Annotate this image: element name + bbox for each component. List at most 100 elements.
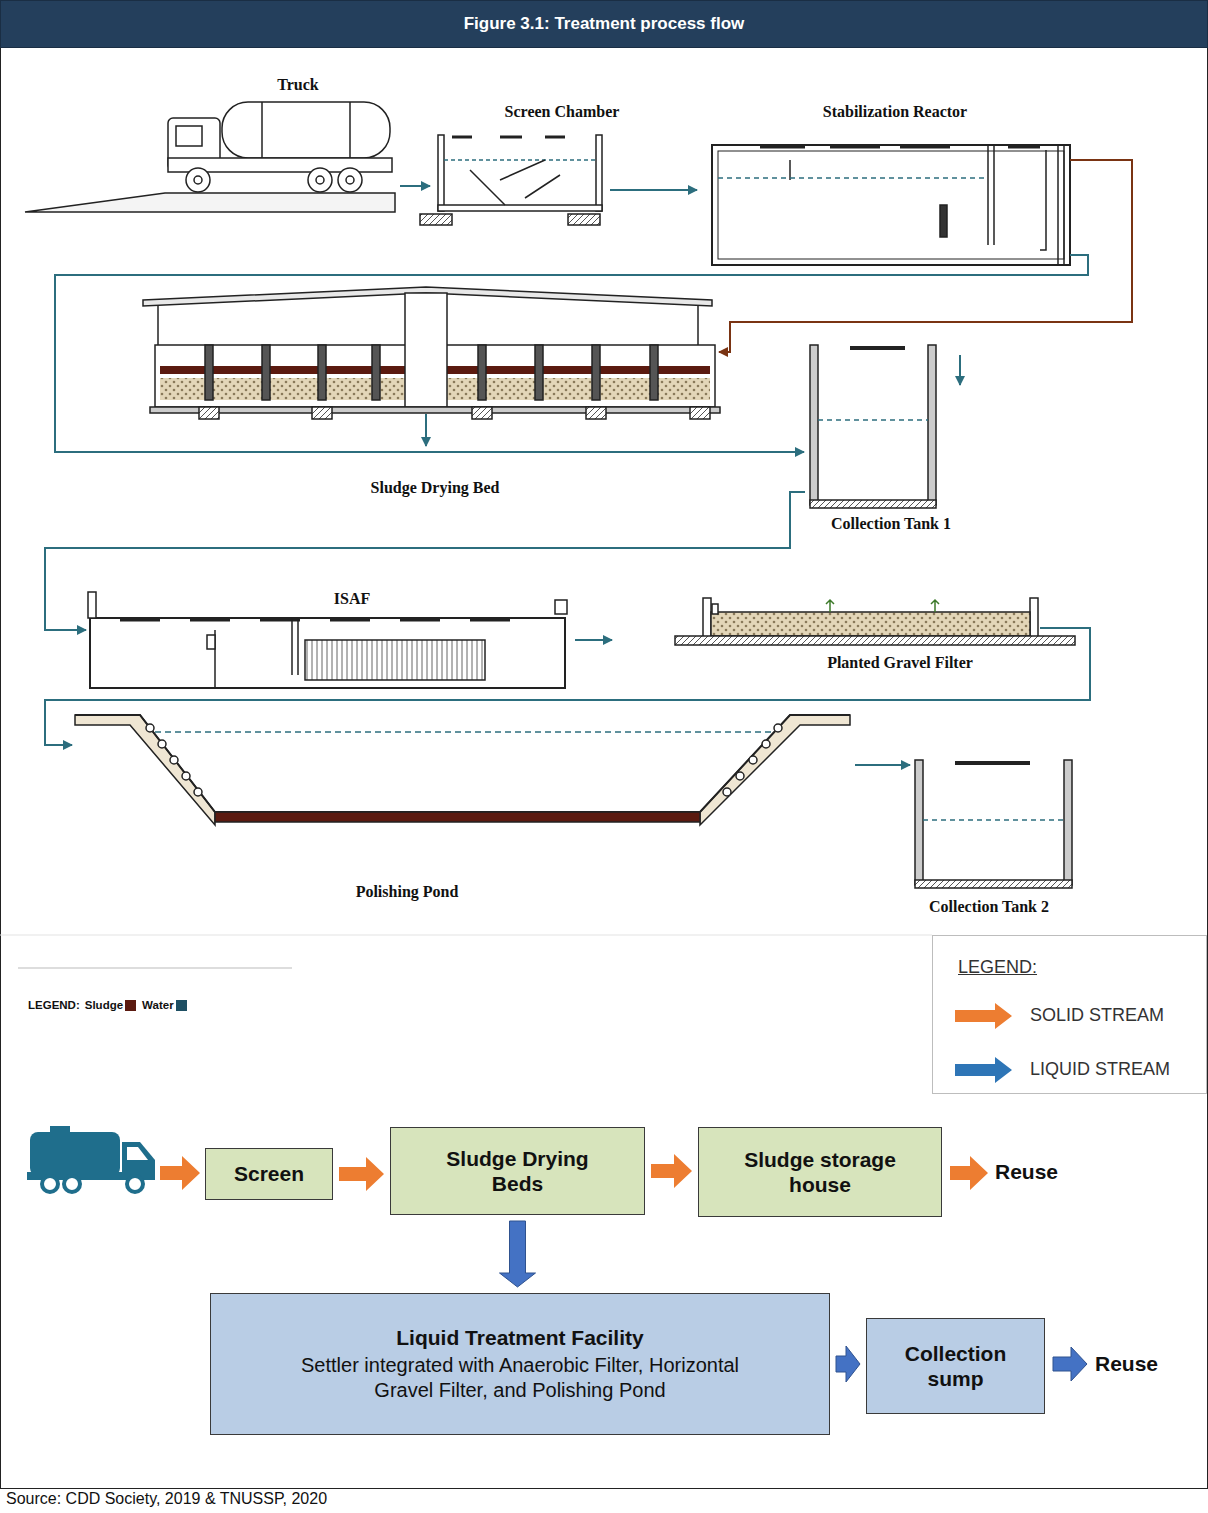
polishing-pond-drawing-part	[75, 715, 215, 825]
legend-heading: LEGEND:	[28, 999, 80, 1012]
flow-arrow	[855, 764, 910, 766]
polishing-pond-drawing-part	[723, 788, 731, 796]
collection-tank-drawing-part	[810, 345, 818, 505]
polishing-pond-drawing	[75, 715, 850, 825]
tanker-truck-drawing	[25, 102, 395, 212]
truck-icon	[27, 1126, 155, 1192]
figure-title: Figure 3.1: Treatment process flow	[464, 14, 745, 34]
tanker-truck-drawing-part	[346, 176, 354, 184]
water-pipe	[425, 414, 427, 446]
liquid-stream-arrow	[1053, 1347, 1087, 1381]
polishing-pond-drawing-part	[182, 772, 190, 780]
process-box: Screen	[205, 1148, 333, 1200]
isaf-drawing-part	[555, 600, 567, 614]
tanker-truck-drawing-part	[261, 102, 263, 158]
sludge-drying-bed-drawing-part	[160, 366, 405, 374]
collection-tank-drawing-part	[850, 346, 905, 350]
legend-swatch	[176, 1000, 187, 1011]
tanker-truck-drawing-part	[349, 102, 351, 158]
figure-frame-part	[0, 0, 1, 1488]
process-box: Sludge storage house	[698, 1127, 942, 1217]
collection-tank-drawing	[915, 760, 1072, 888]
figure-frame-part	[0, 1488, 1208, 1489]
box-heading: Sludge storage house	[723, 1147, 918, 1197]
sludge-drying-bed-drawing-part	[586, 407, 606, 419]
legend-rule	[18, 968, 292, 969]
label-holder: Truck	[277, 76, 318, 94]
sludge-drying-bed-drawing-part	[160, 378, 405, 400]
legend-swatch	[125, 1000, 136, 1011]
isaf-drawing-part	[207, 635, 215, 649]
unit-label: Collection Tank 2	[929, 898, 1049, 916]
water-pipe	[45, 492, 805, 630]
legend-box	[933, 936, 1207, 1094]
stabilization-reactor-drawing-part	[718, 177, 985, 179]
treatment-box: Liquid Treatment FacilitySettler integra…	[210, 1293, 830, 1435]
tanker-truck-drawing-part	[176, 126, 202, 146]
flow-arrow	[575, 639, 612, 641]
tanker-truck-drawing-part	[194, 176, 202, 184]
planted-gravel-filter-drawing	[675, 598, 1075, 645]
box-heading: Collection sump	[888, 1341, 1023, 1391]
isaf-drawing-part	[305, 640, 485, 680]
flow-arrow	[400, 185, 430, 187]
isaf-drawing-part	[291, 618, 293, 675]
screen-chamber-drawing-part	[452, 136, 565, 139]
legend-text: SOLID STREAM	[1030, 1005, 1164, 1026]
polishing-pond-drawing-part	[749, 756, 757, 764]
stabilization-reactor-drawing-part	[1057, 145, 1059, 265]
outlet-label: Reuse	[995, 1160, 1058, 1184]
collection-tank-drawing-part	[928, 345, 936, 505]
polishing-pond-drawing-part	[762, 740, 770, 748]
planted-gravel-filter-drawing-part	[675, 636, 1075, 645]
collection-tank-drawing-part	[810, 500, 936, 508]
sludge-drying-bed-drawing-part	[690, 407, 710, 419]
stabilization-reactor-drawing-part	[712, 145, 1070, 265]
stabilization-reactor-drawing-part	[1063, 145, 1065, 265]
collection-tank-drawing-part	[915, 760, 923, 885]
stabilization-reactor-drawing-part	[993, 145, 995, 245]
stabilization-reactor-drawing-part	[718, 151, 1064, 259]
polishing-pond-drawing-part	[736, 772, 744, 780]
flow-connector	[339, 1157, 384, 1191]
truck-icon-part	[127, 1176, 143, 1192]
screen-chamber-drawing-part	[596, 135, 602, 211]
isaf-drawing-part	[297, 618, 299, 675]
label-holder: ISAF	[334, 590, 370, 608]
sludge-drying-bed-drawing-part	[318, 345, 326, 400]
sludge-drying-bed-drawing-part	[405, 293, 447, 407]
solid-stream-arrow	[160, 1156, 200, 1190]
flow-arrow	[959, 355, 961, 385]
sludge-drying-bed-drawing-part	[592, 345, 600, 400]
outlet-label: Reuse	[1095, 1352, 1158, 1376]
screen-chamber-drawing-part	[470, 160, 560, 205]
collection-tank-drawing-part	[955, 761, 1030, 765]
label-holder: Screen Chamber	[505, 103, 620, 121]
label-holder: Collection Tank 1	[831, 515, 951, 533]
planted-gravel-filter-drawing-part	[826, 600, 939, 612]
sludge-drying-bed-drawing-part	[199, 407, 219, 419]
legend-item: LIQUID STREAM	[1030, 1059, 1170, 1080]
box-body: Settler integrated with Anaerobic Filter…	[285, 1353, 755, 1403]
screen-chamber-drawing-part	[444, 159, 596, 161]
tanker-truck-drawing-part	[308, 168, 332, 192]
flow-arrow	[610, 189, 697, 191]
truck-icon-part	[64, 1176, 80, 1192]
tanker-truck-drawing-part	[186, 168, 210, 192]
polishing-pond-drawing-part	[774, 724, 782, 732]
label-holder: Collection Tank 2	[929, 898, 1049, 916]
sludge-drying-bed-drawing-part	[157, 306, 159, 345]
sludge-drying-bed-drawing-part	[372, 345, 380, 400]
unit-label: Planted Gravel Filter	[827, 654, 973, 672]
label-holder: LEGEND:	[28, 999, 80, 1012]
sludge-drying-bed-drawing-part	[150, 407, 720, 413]
label-holder: LEGEND:	[958, 957, 1037, 978]
collection-tank-drawing-part	[915, 880, 1072, 888]
unit-label: Screen Chamber	[505, 103, 620, 121]
caption-holder: Source: CDD Society, 2019 & TNUSSP, 2020	[6, 1490, 327, 1508]
title-bar: Figure 3.1: Treatment process flow	[0, 0, 1208, 48]
flow-connector	[651, 1154, 692, 1188]
water-pipe	[45, 628, 1090, 745]
